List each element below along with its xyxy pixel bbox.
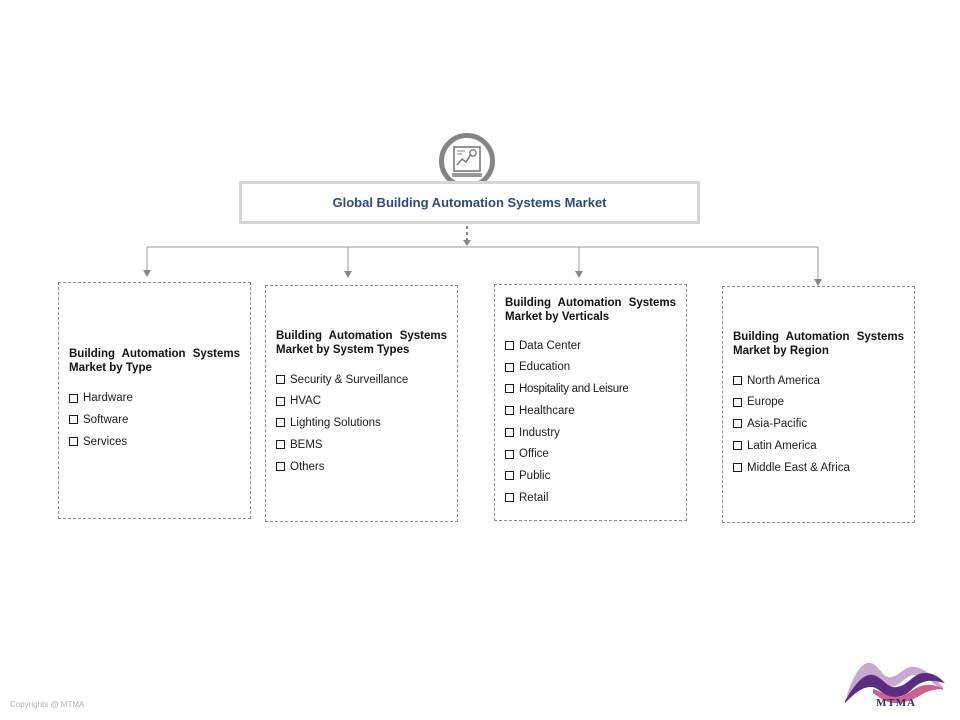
list-item: Industry xyxy=(505,423,676,445)
list-item: Office xyxy=(505,444,676,466)
list-item: BEMS xyxy=(276,435,447,457)
segment-title: Building Automation Systems Market by Sy… xyxy=(276,329,447,356)
checkbox-icon xyxy=(505,384,514,394)
segment-card-type: Building Automation Systems Market by Ty… xyxy=(58,282,251,519)
checkbox-icon xyxy=(276,440,285,450)
list-item: North America xyxy=(733,371,904,393)
list-item: Public xyxy=(505,466,676,488)
list-item: Hardware xyxy=(69,388,240,410)
list-item: Others xyxy=(276,457,447,479)
segment-card-region: Building Automation Systems Market by Re… xyxy=(722,286,915,523)
checkbox-icon xyxy=(505,471,514,481)
checkbox-icon xyxy=(733,419,742,429)
list-item: Latin America xyxy=(733,436,904,458)
segment-title: Building Automation Systems Market by Ve… xyxy=(505,296,676,323)
segment-title: Building Automation Systems Market by Ty… xyxy=(69,348,240,375)
segment-list: Data Center Education Hospitality and Le… xyxy=(505,336,676,510)
list-item: Services xyxy=(69,432,240,454)
checkbox-icon xyxy=(505,427,514,437)
list-item: Education xyxy=(505,357,676,379)
segment-title: Building Automation Systems Market by Re… xyxy=(733,330,904,357)
mtma-logo: MTMA xyxy=(843,657,947,709)
checkbox-icon xyxy=(733,376,742,386)
checkbox-icon xyxy=(505,406,514,416)
checkbox-icon xyxy=(276,375,285,385)
copyright-text: Copyrights @ MTMA xyxy=(10,700,85,709)
list-item: Europe xyxy=(733,392,904,414)
checkbox-icon xyxy=(69,437,78,447)
segment-list: Security & Surveillance HVAC Lighting So… xyxy=(276,370,447,479)
checkbox-icon xyxy=(733,397,742,407)
checkbox-icon xyxy=(276,461,285,471)
main-title-box: Global Building Automation Systems Marke… xyxy=(239,181,700,224)
checkbox-icon xyxy=(69,415,78,425)
checkbox-icon xyxy=(733,462,742,472)
checkbox-icon xyxy=(505,341,514,351)
list-item: Asia-Pacific xyxy=(733,414,904,436)
checkbox-icon xyxy=(276,418,285,428)
list-item: Middle East & Africa xyxy=(733,458,904,480)
checkbox-icon xyxy=(505,449,514,459)
list-item: Lighting Solutions xyxy=(276,413,447,435)
segment-card-verticals: Building Automation Systems Market by Ve… xyxy=(494,284,687,521)
checkbox-icon xyxy=(733,441,742,451)
checkbox-icon xyxy=(69,393,78,403)
list-item: Data Center xyxy=(505,336,676,358)
checkbox-icon xyxy=(505,362,514,372)
list-item: HVAC xyxy=(276,391,447,413)
checkbox-icon xyxy=(276,396,285,406)
main-title: Global Building Automation Systems Marke… xyxy=(332,195,607,210)
list-item: Hospitality and Leisure xyxy=(505,379,676,401)
svg-text:MTMA: MTMA xyxy=(876,697,916,709)
segment-card-system-types: Building Automation Systems Market by Sy… xyxy=(265,285,458,522)
list-item: Software xyxy=(69,410,240,432)
list-item: Security & Surveillance xyxy=(276,370,447,392)
segment-list: Hardware Software Services xyxy=(69,388,240,453)
segment-list: North America Europe Asia-Pacific Latin … xyxy=(733,371,904,480)
list-item: Retail xyxy=(505,488,676,510)
checkbox-icon xyxy=(505,492,514,502)
list-item: Healthcare xyxy=(505,401,676,423)
